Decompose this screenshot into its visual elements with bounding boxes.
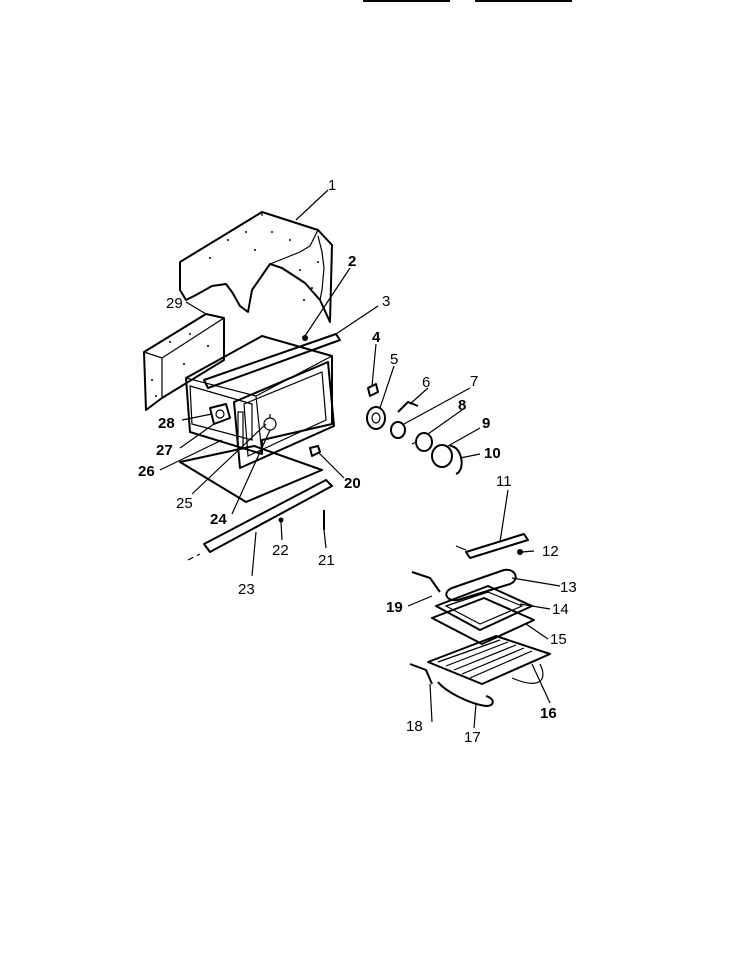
part-label-14: 14 — [552, 601, 569, 618]
part-label-3: 3 — [382, 293, 390, 310]
part-label-24: 24 — [210, 511, 227, 528]
part-oven-rack-16 — [427, 635, 551, 685]
part-element-13 — [445, 568, 517, 602]
part-lamp-socket — [263, 414, 277, 431]
part-control-knob-9 — [431, 444, 453, 468]
part-screw-12 — [517, 549, 523, 555]
part-label-7: 7 — [470, 373, 478, 390]
part-label-10: 10 — [484, 445, 501, 462]
part-label-1: 1 — [328, 177, 336, 194]
part-control-4 — [367, 383, 379, 397]
part-label-23: 23 — [238, 581, 255, 598]
part-element-bracket-11 — [455, 533, 529, 559]
part-oven-liner — [185, 335, 333, 455]
part-outer-cabinet — [179, 211, 333, 323]
part-bottom-panel — [179, 445, 323, 503]
part-screw-2 — [302, 335, 308, 341]
part-label-8: 8 — [458, 397, 466, 414]
part-bake-element-17 — [437, 681, 494, 707]
part-screw-22 — [278, 517, 284, 523]
part-pan-insert-15 — [431, 597, 535, 645]
part-lower-trim — [187, 479, 333, 561]
part-control-7 — [390, 421, 406, 439]
part-label-4: 4 — [372, 329, 381, 346]
part-label-18: 18 — [406, 718, 423, 735]
part-clip-10 — [449, 445, 463, 475]
leader-lines — [159, 189, 561, 729]
part-label-9: 9 — [482, 415, 490, 432]
part-bracket-switch — [209, 403, 231, 425]
part-label-2: 2 — [348, 253, 356, 270]
part-label-26: 26 — [138, 463, 155, 480]
part-wire-19 — [411, 571, 441, 593]
part-label-17: 17 — [464, 729, 481, 746]
part-label-6: 6 — [422, 374, 430, 391]
part-label-5: 5 — [390, 351, 398, 368]
part-label-20: 20 — [344, 475, 361, 492]
part-label-22: 22 — [272, 542, 289, 559]
part-labels: 1 2 3 4 5 6 7 8 9 10 11 12 13 14 15 16 1… — [138, 177, 577, 746]
part-label-16: 16 — [540, 705, 557, 722]
part-insulation-block — [143, 313, 225, 411]
part-label-29: 29 — [166, 295, 183, 312]
cabinet-texture-dots — [209, 231, 319, 301]
part-label-25: 25 — [176, 495, 193, 512]
part-label-15: 15 — [550, 631, 567, 648]
part-label-11: 11 — [496, 473, 512, 490]
part-label-21: 21 — [318, 552, 335, 569]
part-terminal-18 — [409, 663, 433, 685]
part-label-28: 28 — [158, 415, 175, 432]
part-control-knob-5 — [366, 406, 386, 430]
part-label-19: 19 — [386, 599, 403, 616]
part-label-27: 27 — [156, 442, 173, 459]
part-control-wire-6 — [397, 401, 419, 413]
part-label-12: 12 — [542, 543, 559, 560]
part-top-rail — [203, 333, 341, 389]
part-control-8 — [411, 432, 433, 452]
part-bracket-20 — [309, 445, 321, 457]
part-label-13: 13 — [560, 579, 577, 596]
